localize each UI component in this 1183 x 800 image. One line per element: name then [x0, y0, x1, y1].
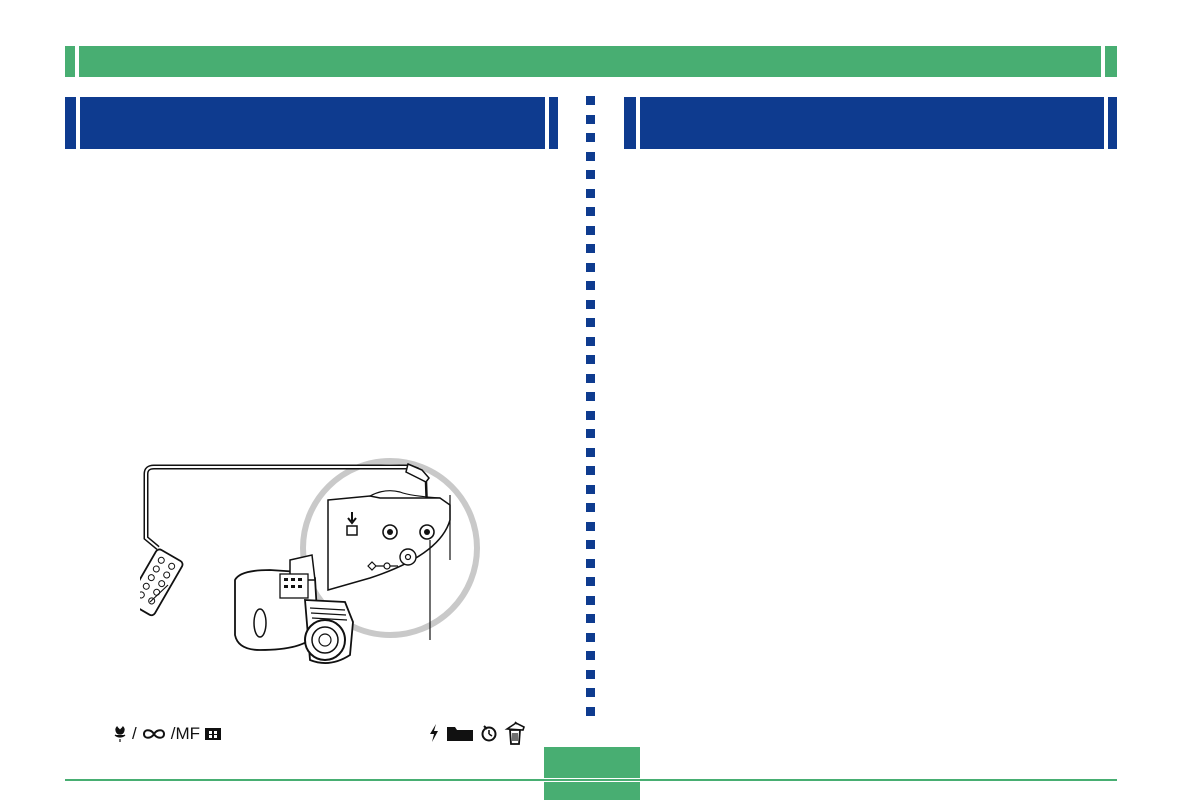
divider-dot: [586, 151, 595, 161]
divider-dot: [586, 521, 595, 531]
divider-dot: [586, 410, 595, 420]
divider-dot: [586, 484, 595, 494]
infinity-icon: [142, 729, 165, 739]
delete-trash-icon: [504, 721, 525, 745]
right-icon-row: [428, 720, 526, 746]
divider-dot: [586, 392, 595, 401]
divider-dot: [586, 429, 595, 438]
divider-dot: [586, 503, 595, 512]
header-divider: [1101, 46, 1105, 77]
divider-dot: [586, 669, 595, 679]
page-number-box-lower: [544, 782, 640, 800]
divider-dot: [586, 225, 595, 235]
divider-dot: [586, 558, 595, 568]
page-number-box: [544, 747, 640, 778]
heading-divider: [1104, 97, 1108, 149]
heading-divider: [76, 97, 80, 149]
dc-polarity-icon: [367, 561, 398, 571]
self-timer-icon: [481, 725, 497, 742]
camera-side-panel: [327, 495, 451, 591]
divider-dot: [586, 262, 595, 272]
divider-dot: [586, 595, 595, 605]
divider-dot: [586, 577, 595, 586]
divider-dot: [586, 688, 595, 697]
divider-dot: [586, 207, 595, 216]
divider-dot: [586, 114, 595, 124]
divider-dot: [586, 133, 595, 142]
divider-dot: [586, 651, 595, 660]
right-section-heading: [624, 97, 1117, 149]
remote-pointer-line: [149, 584, 169, 603]
left-icon-row: / /MF: [112, 722, 222, 746]
battery-port-icon: [346, 525, 358, 536]
macro-flower-icon: [114, 725, 126, 742]
camera-remote-illustration: [140, 458, 480, 664]
divider-dot: [586, 318, 595, 327]
mf-text: MF: [175, 724, 201, 743]
divider-dot: [586, 540, 595, 549]
divider-dot: [586, 447, 595, 457]
remote-control: [140, 548, 184, 617]
divider-dot: [586, 632, 595, 642]
manual-focus-label: /MF: [170, 724, 201, 743]
macro-infinity-separator: /: [132, 724, 137, 743]
dc-in-port: [399, 548, 417, 566]
divider-dot: [586, 373, 595, 383]
divider-dot: [586, 706, 595, 716]
divider-dot: [586, 281, 595, 290]
divider-dot: [586, 355, 595, 364]
header-bar: [65, 46, 1117, 77]
divider-dot: [586, 188, 595, 198]
divider-dot: [586, 244, 595, 253]
divider-dot: [586, 614, 595, 623]
flash-bolt-icon: [430, 724, 438, 742]
left-section-heading: [65, 97, 558, 149]
heading-divider: [636, 97, 640, 149]
folder-icon: [447, 727, 473, 741]
divider-dot: [586, 466, 595, 475]
focus-area-grid-icon: [205, 728, 222, 740]
divider-dot: [586, 170, 595, 179]
divider-dot: [586, 299, 595, 309]
header-divider: [75, 46, 79, 77]
divider-dot: [586, 96, 595, 105]
divider-dot: [586, 336, 595, 346]
footer-line: [65, 779, 1117, 781]
heading-divider: [545, 97, 549, 149]
camera-body: [234, 554, 354, 664]
